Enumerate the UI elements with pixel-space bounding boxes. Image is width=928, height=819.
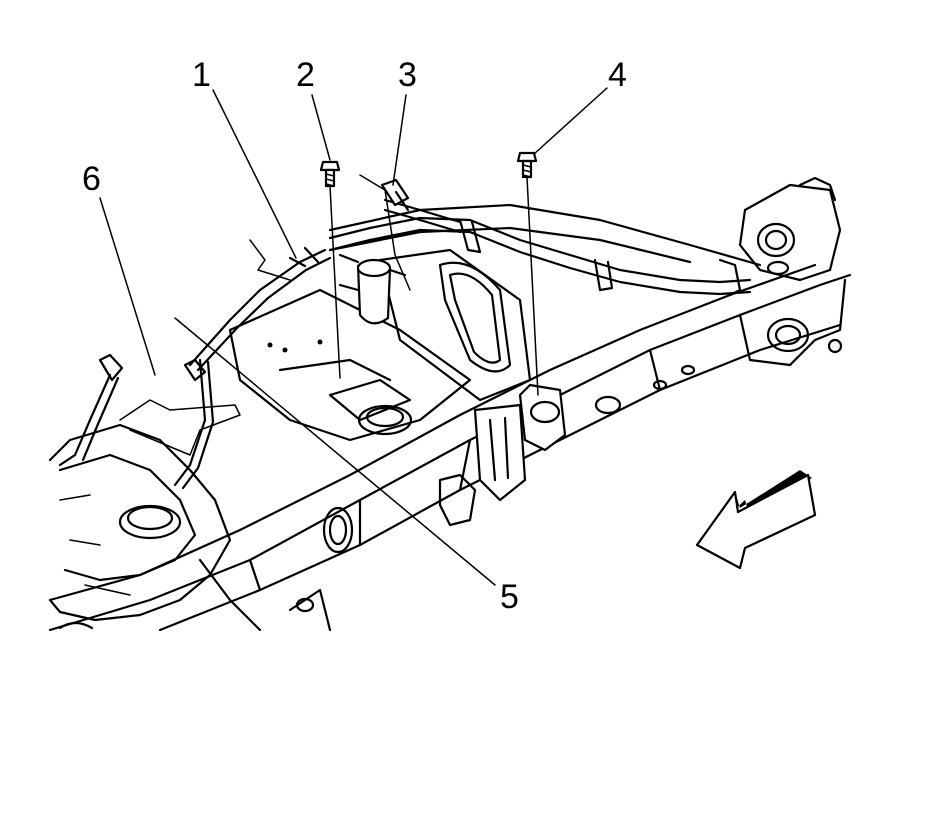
leader-line-4-stem — [526, 176, 539, 396]
lower-crossmember — [58, 558, 332, 632]
pipe-fitting — [380, 178, 410, 212]
callout-3: 3 — [398, 56, 417, 94]
rear-fuel-tank-area — [48, 423, 232, 622]
leader-lines — [99, 87, 608, 586]
forward-direction-arrow-icon — [695, 470, 817, 570]
leader-line-4 — [533, 87, 608, 155]
leader-line-6 — [99, 197, 156, 376]
callout-6: 6 — [82, 160, 101, 198]
evap-canister — [338, 253, 407, 325]
mount-bracket — [438, 383, 567, 527]
leader-line-2 — [311, 94, 331, 161]
leader-line-3 — [392, 94, 407, 186]
callout-5: 5 — [500, 578, 519, 616]
vapor-pipe-assembly — [58, 198, 752, 490]
floor-section — [228, 288, 472, 442]
break-line-icon — [119, 174, 411, 456]
leader-line-1 — [212, 89, 297, 259]
leader-line-2-stem — [329, 185, 341, 379]
callout-2: 2 — [296, 56, 315, 94]
callout-4: 4 — [608, 56, 627, 94]
leader-line-5 — [174, 317, 496, 586]
left-frame-rail — [48, 263, 852, 632]
callout-1: 1 — [192, 56, 211, 94]
center-crossmember — [378, 248, 532, 402]
right-frame-rail — [328, 176, 842, 282]
bolt-icon — [516, 151, 538, 179]
bolt-icon — [319, 160, 341, 188]
